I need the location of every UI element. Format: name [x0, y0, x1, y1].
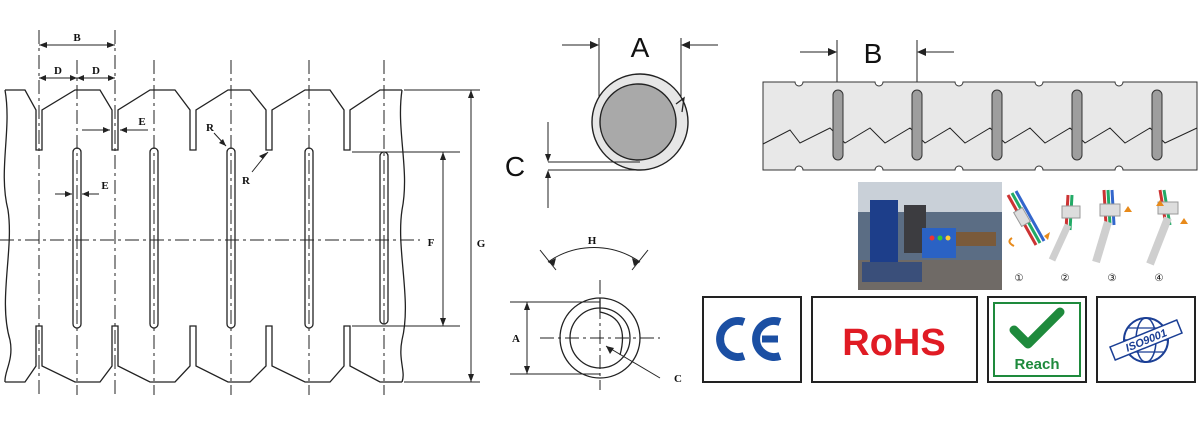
section-overlap	[599, 298, 624, 356]
strip-outline-top	[5, 89, 402, 151]
spiral-section-drawing: H A C	[510, 235, 682, 390]
factory-machine-photo	[858, 182, 1002, 290]
label-r-top: R	[206, 122, 215, 134]
dimension-c-leader	[605, 345, 661, 379]
rohs-badge	[811, 296, 978, 383]
ce-logo-icon	[716, 317, 782, 361]
photo-machine-cabinet	[870, 200, 898, 262]
check-mark-icon	[1009, 307, 1065, 349]
certification-badges: RoHS Reach ISO9001	[702, 296, 1196, 383]
label-b-strip: B	[864, 38, 883, 69]
step-4-number: ④	[1155, 273, 1164, 284]
dimension-h-ext-left	[539, 249, 557, 271]
strip-slot-4	[1071, 89, 1083, 161]
strip-slot-2	[911, 89, 923, 161]
strip-slot-1	[832, 89, 844, 161]
photo-machine-panel	[904, 205, 926, 253]
photo-conveyor	[956, 232, 996, 246]
label-c-section: C	[674, 373, 682, 385]
strip-body	[762, 81, 1198, 171]
ring-cross-section: A C	[505, 32, 718, 208]
left-break-edge	[3, 89, 12, 383]
reach-inner-frame	[993, 302, 1081, 377]
label-e-top: E	[138, 116, 145, 128]
ce-c-shape	[716, 317, 746, 361]
ce-e-shape	[752, 317, 782, 361]
label-d-right: D	[92, 65, 100, 77]
strip-slot-5	[1151, 89, 1163, 161]
label-h: H	[588, 235, 597, 247]
step-1-image	[1006, 190, 1046, 247]
step-2-number: ②	[1061, 273, 1070, 284]
slotted-strip-drawing: B D D E E R R F	[0, 30, 486, 395]
dimension-h-ext-right	[631, 249, 649, 271]
flat-strip-drawing: B	[762, 38, 1198, 171]
label-f: F	[428, 237, 435, 249]
strip-outline-bottom	[5, 325, 402, 383]
step-1-number: ①	[1015, 273, 1024, 284]
photo-base	[862, 262, 922, 282]
iso-band	[1109, 319, 1183, 361]
rohs-label: RoHS	[842, 322, 945, 364]
label-r-bottom: R	[242, 175, 251, 187]
reach-label: Reach	[1014, 356, 1059, 373]
right-break-edge	[399, 89, 407, 383]
step-4-image	[1146, 189, 1188, 266]
inner-cable	[599, 83, 677, 161]
dimension-h-arc	[547, 246, 641, 263]
step-3-number: ③	[1108, 273, 1117, 284]
installation-steps: ① ② ③ ④	[1006, 189, 1188, 284]
wrap-overlap-tip	[675, 96, 685, 113]
strip-slot-3	[991, 89, 1003, 161]
label-e-slot: E	[101, 180, 108, 192]
label-g: G	[477, 238, 486, 250]
step-3-image	[1092, 189, 1132, 264]
label-c-ring: C	[505, 151, 525, 182]
label-d-left: D	[54, 65, 62, 77]
label-a-ring: A	[631, 32, 650, 63]
label-a-section: A	[512, 333, 520, 345]
photo-control-box	[922, 228, 956, 258]
step-2-image	[1044, 194, 1081, 262]
label-b: B	[73, 32, 81, 44]
